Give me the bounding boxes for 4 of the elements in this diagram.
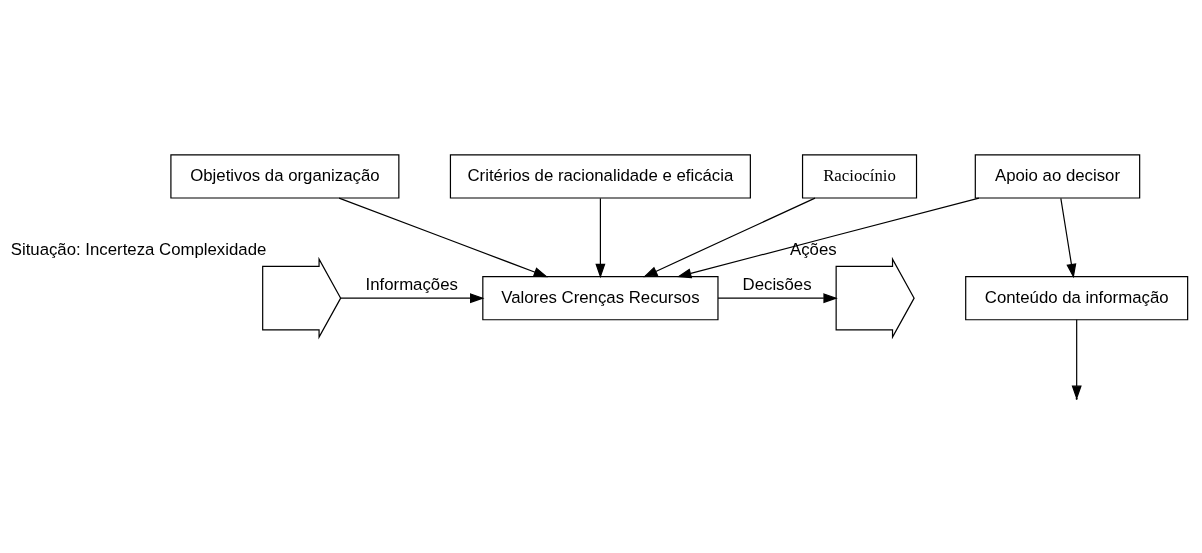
edge-label: Decisões (742, 274, 812, 294)
edge-label: Informações (365, 274, 458, 294)
node-label: Situação: Incerteza Complexidade (10, 239, 267, 259)
node-label: Ações (790, 239, 837, 259)
